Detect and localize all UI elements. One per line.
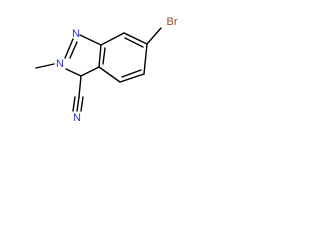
bond-c7a-c3a-inner xyxy=(102,47,106,65)
bond-c3-cn xyxy=(78,75,82,98)
bond-cn-triple-3 xyxy=(80,96,84,112)
bond-n1-n2-inner xyxy=(69,41,78,59)
bond-c7a-c3a xyxy=(98,44,102,68)
bond-c4-c5-inner xyxy=(121,69,142,78)
bond-c6-br xyxy=(146,27,162,45)
bond-n2-methyl xyxy=(35,63,55,69)
bond-c5-c6 xyxy=(143,43,148,75)
bond-c7-c7a xyxy=(100,32,125,46)
bond-c6-c7-inner xyxy=(124,37,144,48)
bond-c6-c7 xyxy=(123,32,148,45)
bond-cn-triple-1 xyxy=(76,96,80,112)
bond-n1-n2 xyxy=(64,38,74,59)
bond-cn-triple-2 xyxy=(72,96,76,112)
bond-c7a-n1 xyxy=(79,34,102,46)
bond-n2-c3 xyxy=(65,68,82,77)
atom-labels: N N N Br xyxy=(56,16,178,124)
atom-label-nitrile-n: N xyxy=(73,112,81,124)
atom-label-br: Br xyxy=(167,16,178,28)
atom-label-n1: N xyxy=(72,28,80,40)
bond-lines xyxy=(35,27,162,112)
chemical-structure: N N N Br xyxy=(35,16,178,124)
atom-label-n2: N xyxy=(56,58,64,70)
bond-c3-c3a xyxy=(80,66,100,77)
bond-c4-c5 xyxy=(119,73,145,83)
bond-c3a-c4 xyxy=(98,66,121,83)
